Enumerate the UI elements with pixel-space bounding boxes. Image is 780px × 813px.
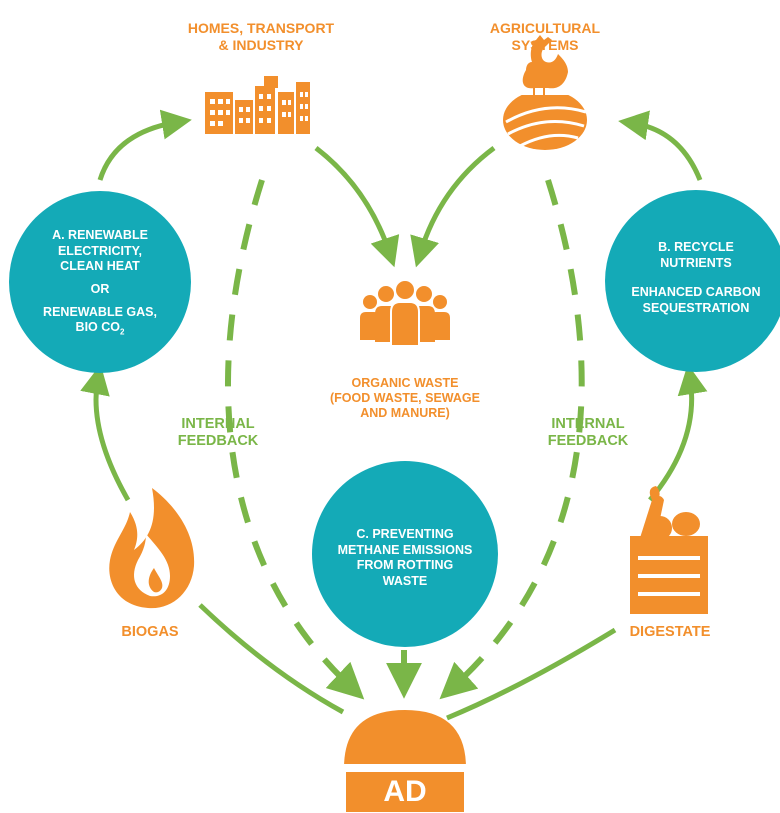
circle-c-line1: C. PREVENTING: [356, 527, 454, 541]
circle-b-line2: NUTRIENTS: [660, 255, 732, 270]
arrow-a-to-homes: [97, 109, 192, 181]
arrow-biogas-to-a: [80, 364, 131, 502]
circle-c-line4: WASTE: [382, 573, 428, 588]
internal-left-line2: FEEDBACK: [177, 433, 259, 450]
arrow-agri-to-waste: [410, 145, 496, 268]
circle-a-text: A. RENEWABLE ELECTRICITY, CLEAN HEAT OR …: [14, 228, 186, 338]
internal-left-line1: INTERNAL: [181, 416, 255, 432]
dashed-right-feedback: [439, 179, 585, 700]
circle-a-line5: BIO CO2: [14, 320, 186, 338]
flame-icon: [109, 488, 195, 609]
rooster-field-icon: [500, 35, 590, 150]
organic-label-line2: (FOOD WASTE, SEWAGE: [329, 391, 480, 405]
circle-b-line1: B. RECYCLE: [658, 240, 734, 254]
circle-a-line2: ELECTRICITY,: [57, 243, 143, 258]
label-organic-waste: ORGANIC WASTE (FOOD WASTE, SEWAGE AND MA…: [300, 376, 510, 421]
label-homes-transport-industry: HOMES, TRANSPORT & INDUSTRY: [168, 20, 354, 54]
organic-label-line3: AND MANURE): [360, 406, 450, 420]
circle-a-line4: RENEWABLE GAS,: [43, 304, 157, 319]
circle-a-or: OR: [90, 281, 110, 296]
bio-co-subscript: 2: [120, 327, 125, 337]
ad-dome-icon: [336, 710, 474, 812]
dashed-left-feedback: [225, 179, 365, 700]
circle-b-line4: SEQUESTRATION: [642, 300, 750, 315]
circle-b-text: B. RECYCLE NUTRIENTS ENHANCED CARBON SEQ…: [610, 240, 780, 317]
arrow-digestate-to-b: [648, 364, 708, 502]
agri-label-line2: SYSTEMS: [511, 36, 579, 53]
circle-c-text: C. PREVENTING METHANE EMISSIONS FROM ROT…: [320, 527, 490, 590]
circle-c: [312, 461, 498, 647]
arrow-biogas-to-ad: [198, 603, 345, 715]
arrow-digestate-to-ad: [446, 627, 617, 721]
circle-c-line2: METHANE EMISSIONS: [337, 542, 473, 557]
people-group-icon: [360, 279, 450, 347]
arrow-homes-to-waste: [314, 146, 400, 268]
circle-a-line1: A. RENEWABLE: [52, 228, 148, 242]
organic-label-line1: ORGANIC WASTE: [351, 376, 459, 390]
internal-right-line2: FEEDBACK: [547, 433, 629, 450]
bio-co-text: BIO CO: [75, 320, 120, 335]
label-internal-feedback-right: INTERNAL FEEDBACK: [528, 416, 648, 451]
homes-label-line1: HOMES, TRANSPORT: [187, 20, 335, 36]
internal-right-line1: INTERNAL: [551, 416, 625, 432]
label-digestate: DIGESTATE: [629, 624, 711, 640]
arrow-b-to-agri: [618, 110, 703, 181]
homes-label-line2: & INDUSTRY: [218, 36, 304, 53]
circle-b-line3: ENHANCED CARBON: [631, 285, 761, 300]
agri-label-line1: AGRICULTURAL: [489, 20, 601, 36]
vegetable-crate-icon: [630, 486, 708, 614]
label-biogas: BIOGAS: [121, 624, 179, 640]
label-ad: AD: [383, 775, 427, 808]
circle-b: [605, 190, 780, 372]
circle-c-line3: FROM ROTTING: [356, 558, 454, 573]
label-internal-feedback-left: INTERNAL FEEDBACK: [158, 416, 278, 451]
circle-a-line3: CLEAN HEAT: [60, 259, 140, 274]
circle-a: [9, 191, 191, 373]
label-agricultural-systems: AGRICULTURAL SYSTEMS: [480, 20, 610, 54]
city-buildings-icon: [205, 76, 310, 134]
